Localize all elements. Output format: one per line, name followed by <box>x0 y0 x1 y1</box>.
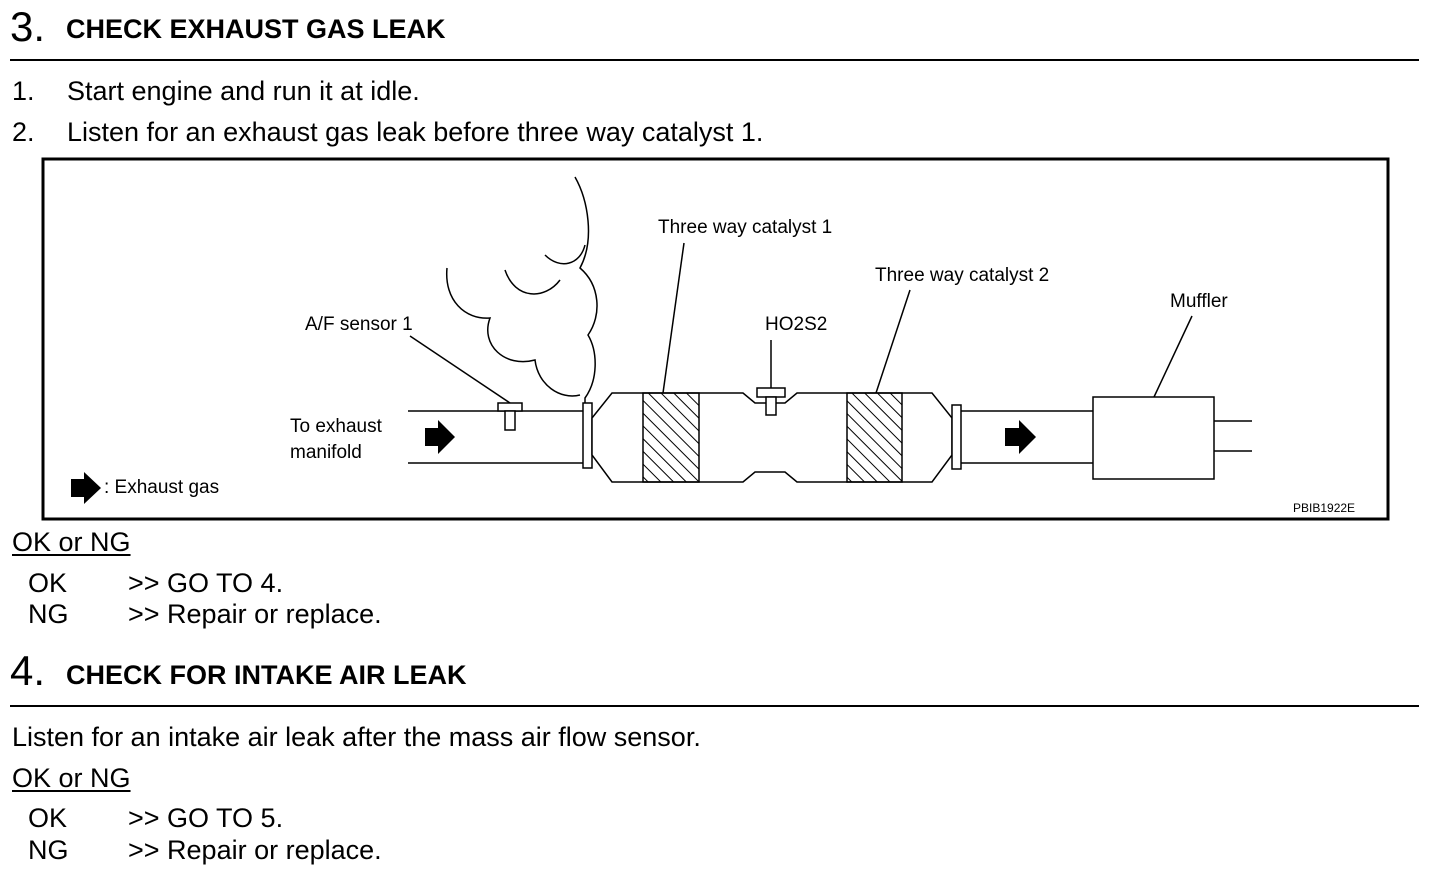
catalyst1-leader <box>662 242 685 394</box>
step4-ok-status: OK <box>28 803 68 833</box>
step3-instruction-2-num: 2. <box>12 117 35 147</box>
af-sensor-icon <box>497 402 523 431</box>
step4-number: 4. <box>10 647 46 694</box>
diagram-frame <box>41 157 1390 521</box>
figure-code: PBIB1922E <box>1293 501 1356 515</box>
step3-ok-action: >> GO TO 4. <box>128 568 284 598</box>
label-muffler: Muffler <box>1170 291 1228 312</box>
step3-divider <box>10 59 1419 61</box>
catalyst1-element <box>642 392 700 483</box>
legend-label: : Exhaust gas <box>104 477 220 498</box>
step3-number: 3. <box>10 3 46 50</box>
muffler-leader <box>1153 315 1193 398</box>
catalyst2-element <box>846 392 903 483</box>
step4-instruction: Listen for an intake air leak after the … <box>12 722 701 752</box>
step4-divider <box>10 705 1419 707</box>
label-manifold: manifold <box>290 442 362 463</box>
step3-instruction-1-num: 1. <box>12 76 35 106</box>
inlet-pipe <box>408 410 583 464</box>
step3-ng-status: NG <box>28 599 69 629</box>
smoke-icon <box>446 176 598 405</box>
flange-2 <box>951 404 962 470</box>
catalyst2-leader <box>875 289 911 394</box>
middle-pipe <box>961 410 1093 464</box>
flange-1 <box>582 402 593 469</box>
step4-ok-action: >> GO TO 5. <box>128 803 284 833</box>
step3-result-heading: OK or NG <box>12 527 131 557</box>
step4-title: CHECK FOR INTAKE AIR LEAK <box>66 660 467 690</box>
step3-instruction-1-text: Start engine and run it at idle. <box>67 76 420 106</box>
tail-pipe <box>1214 420 1252 452</box>
step4-ng-action: >> Repair or replace. <box>128 835 382 865</box>
label-ho2s2: HO2S2 <box>765 314 828 335</box>
flow-arrow-icon <box>1005 420 1036 454</box>
label-af-sensor: A/F sensor 1 <box>305 314 413 335</box>
label-catalyst1: Three way catalyst 1 <box>658 217 833 238</box>
af-sensor-leader <box>409 335 511 404</box>
label-catalyst2: Three way catalyst 2 <box>875 265 1050 286</box>
label-to-exhaust: To exhaust <box>290 416 382 437</box>
step3-ng-action: >> Repair or replace. <box>128 599 382 629</box>
muffler-icon <box>1092 396 1215 480</box>
step3-instruction-2-text: Listen for an exhaust gas leak before th… <box>67 117 764 147</box>
step4-ng-status: NG <box>28 835 69 865</box>
step3-ok-status: OK <box>28 568 68 598</box>
step3-title: CHECK EXHAUST GAS LEAK <box>66 14 446 44</box>
legend-arrow-icon <box>71 472 101 504</box>
step4-result-heading: OK or NG <box>12 763 131 793</box>
flow-arrow-icon <box>425 420 455 454</box>
